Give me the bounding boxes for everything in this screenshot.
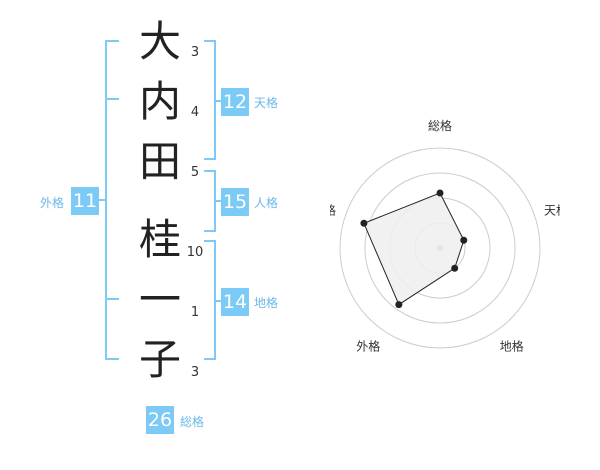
jinkaku-bracket-top [204,170,216,172]
radar-point-2 [451,264,459,272]
tenkaku-badge: 12 [221,88,249,116]
radar-point-1 [460,236,468,244]
jinkaku-bracket-bottom [204,230,216,232]
soukaku-badge: 26 [146,406,174,434]
radar-ring-3 [364,172,516,324]
name-char-5: 一 [138,275,181,324]
name-char-4: 桂 [138,215,181,264]
soukaku-label: 総格 [180,415,205,429]
stroke-count-2: 4 [190,105,200,120]
radar-axis-label-chikaku: 地格 [500,339,524,354]
radar-axis-label-jinkaku: 人格 [330,202,336,217]
chikaku-label: 地格 [254,296,279,310]
radar-axis-label-gaikaku: 外格 [356,339,380,354]
name-char-2: 内 [138,77,181,126]
name-char-6: 子 [138,335,181,384]
gaikaku-label: 外格 [40,196,65,210]
chikaku-bracket-bottom [204,358,216,360]
radar-axis-label-tenkaku: 天格 [544,202,560,217]
gaikaku-bracket-vertical [105,40,107,360]
gaikaku-bracket-tick-lower [105,298,119,300]
gaikaku-bracket-tick-upper [105,98,119,100]
radar-polygon [363,192,465,306]
stroke-count-1: 3 [190,45,200,60]
name-char-3: 田 [138,137,181,186]
chikaku-badge: 14 [221,288,249,316]
radar-point-4 [360,219,368,227]
gaikaku-bracket-bottom [105,358,119,360]
radar-point-0 [436,189,444,197]
jinkaku-badge: 15 [221,188,249,216]
jinkaku-connector [214,200,222,202]
stroke-count-3: 5 [190,165,200,180]
stroke-count-5: 1 [190,305,200,320]
stroke-count-6: 3 [190,365,200,380]
name-char-1: 大 [138,17,181,66]
gaikaku-bracket-top [105,40,119,42]
tenkaku-bracket-top [204,40,216,42]
radar-ring-4 [339,147,541,349]
fortune-radar-chart: 総格 天格 地格 外格 人格 [330,118,560,354]
radar-point-3 [395,301,403,309]
gaikaku-badge: 11 [71,187,99,215]
tenkaku-connector [214,100,222,102]
tenkaku-label: 天格 [254,96,279,110]
radar-axis-label-soukaku: 総格 [428,118,452,133]
chikaku-bracket-top [204,240,216,242]
tenkaku-bracket-bottom [204,158,216,160]
jinkaku-label: 人格 [254,196,279,210]
gaikaku-connector [98,199,106,201]
stroke-count-4: 10 [186,245,204,260]
chikaku-connector [214,300,222,302]
